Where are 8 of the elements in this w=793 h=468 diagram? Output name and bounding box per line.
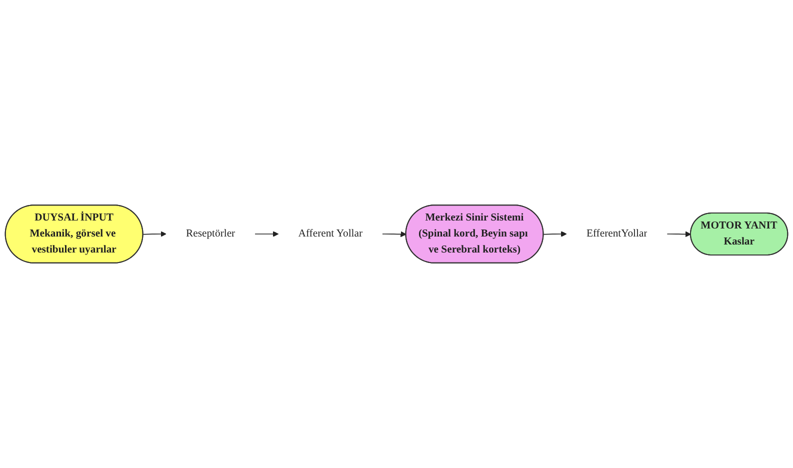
arrow <box>543 231 567 237</box>
arrow <box>142 231 166 237</box>
arrow <box>254 231 279 237</box>
node-text: Reseptörler <box>186 228 236 240</box>
node-text: EfferentYollar <box>586 228 648 240</box>
arrow <box>666 231 692 238</box>
node-text: Afferent Yollar <box>298 228 363 240</box>
arrow <box>382 231 406 238</box>
